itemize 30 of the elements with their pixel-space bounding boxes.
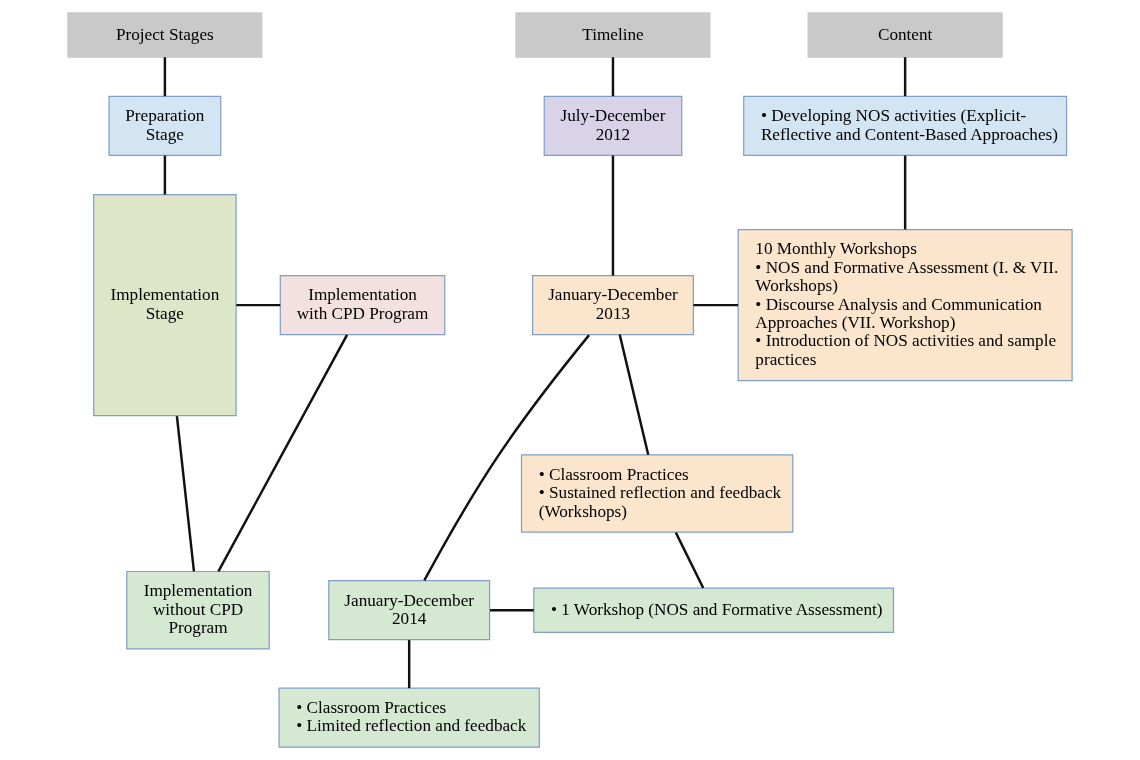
connector bbox=[490, 608, 534, 612]
connector bbox=[903, 57, 907, 97]
node-box: July-December 2012 bbox=[543, 95, 683, 156]
connector bbox=[175, 415, 196, 572]
node-box: Preparation Stage bbox=[108, 95, 222, 156]
node-box: • Developing NOS activities (Explicit-Reflective and Content-Based Approaches) bbox=[743, 95, 1068, 156]
node-box: Implementation without CPD Program bbox=[126, 570, 270, 650]
connector bbox=[611, 57, 615, 97]
connector bbox=[674, 531, 705, 589]
node-box: Implementation with CPD Program bbox=[279, 275, 446, 336]
node-box: Content bbox=[807, 12, 1003, 58]
node-box: 10 Monthly Workshops • NOS and Formative Assessment (I. & VII. Workshops) • Discourse Analysis and Communication Approaches (VII. Workshop) • Introduction of NOS activities and sample practices bbox=[737, 229, 1073, 382]
connector bbox=[236, 303, 281, 307]
connector bbox=[693, 303, 739, 307]
connector bbox=[407, 640, 411, 689]
node-box: January-December 2013 bbox=[531, 275, 694, 336]
node-box: Timeline bbox=[515, 12, 711, 58]
connector bbox=[903, 155, 907, 230]
connector bbox=[611, 155, 615, 276]
node-box: • Classroom Practices • Sustained reflection and feedback (Workshops) bbox=[520, 454, 794, 533]
node-box: January-December 2014 bbox=[328, 580, 491, 641]
connector bbox=[163, 155, 167, 195]
node-box: • 1 Workshop (NOS and Formative Assessment) bbox=[533, 587, 895, 633]
connector bbox=[217, 334, 349, 572]
connector bbox=[618, 334, 650, 456]
node-box: • Classroom Practices • Limited reflection and feedback bbox=[278, 687, 540, 748]
node-box: Project Stages bbox=[67, 12, 263, 58]
node-box: Implementation Stage bbox=[93, 194, 237, 417]
connector bbox=[423, 334, 591, 582]
connector bbox=[163, 57, 167, 97]
